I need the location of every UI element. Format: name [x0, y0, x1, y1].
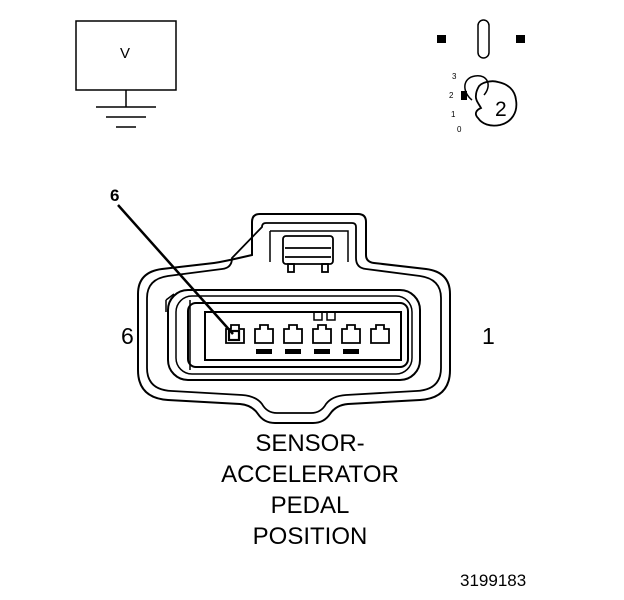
key-slot-right — [516, 35, 525, 43]
caption-line-3: PEDAL — [270, 492, 350, 519]
key-position-marker — [461, 91, 467, 100]
face-frame-mid — [175, 295, 413, 375]
latch-foot-left — [287, 263, 295, 273]
connector-pins — [225, 324, 390, 354]
keying-tab-right — [326, 311, 336, 321]
housing-inner — [146, 222, 442, 414]
connector-end-label-left: 6 — [121, 323, 134, 349]
pin-1 — [370, 324, 390, 344]
caption-line-2: ACCELERATOR — [221, 461, 399, 488]
caption-line-1: SENSOR- — [255, 430, 365, 457]
voltmeter-label: V — [120, 45, 131, 62]
face-frame-inner — [187, 302, 409, 368]
caption-line-4: POSITION — [252, 523, 368, 550]
housing-rib — [270, 230, 349, 262]
pin-3 — [312, 324, 332, 354]
voltmeter-symbol — [75, 20, 177, 128]
left-tab — [165, 293, 175, 312]
connector-latch — [282, 235, 334, 273]
key-position-2: 2 — [449, 91, 454, 100]
keying-tab-left — [313, 311, 323, 321]
key-position-1: 1 — [451, 110, 456, 119]
key-head — [474, 80, 518, 127]
pin-4-bar — [285, 349, 301, 354]
connector-housing — [137, 213, 451, 424]
pin-2-bar — [343, 349, 359, 354]
pin-cavity-row — [204, 311, 402, 361]
connector-end-label-right: 1 — [482, 323, 495, 349]
key-selected-position: 2 — [495, 98, 507, 121]
face-frame-outer — [167, 289, 421, 381]
key-position-3: 3 — [452, 72, 457, 81]
pin-3-bar — [314, 349, 330, 354]
callout-pin-number: 6 — [110, 186, 120, 205]
figure-number: 3199183 — [460, 571, 527, 590]
pin-4 — [283, 324, 303, 354]
key-slot-left — [437, 35, 446, 43]
pin-5-bar — [256, 349, 272, 354]
latch-foot-right — [321, 263, 329, 273]
connector-caption: SENSOR- ACCELERATOR PEDAL POSITION — [180, 428, 440, 552]
housing-outer — [137, 213, 451, 424]
pin-2 — [341, 324, 361, 354]
ignition-key-icon — [437, 19, 525, 127]
key-slot-center — [477, 19, 490, 59]
pin-5 — [254, 324, 274, 354]
callout-leader — [117, 204, 234, 335]
latch-body — [282, 235, 334, 265]
pin-6 — [225, 324, 245, 344]
key-position-0: 0 — [457, 125, 462, 134]
